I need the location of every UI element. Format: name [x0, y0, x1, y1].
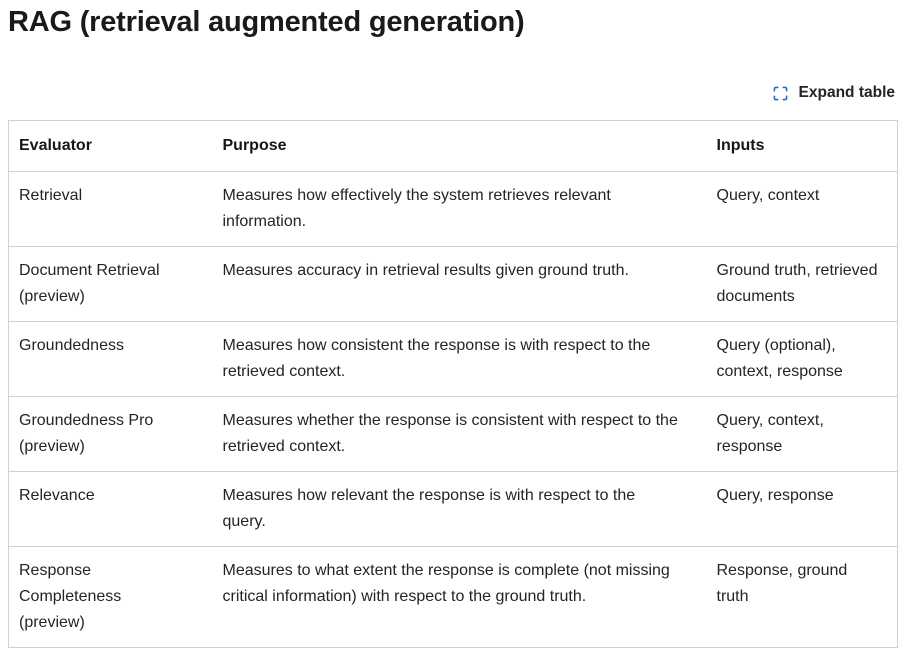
- page-title: RAG (retrieval augmented generation): [8, 6, 525, 38]
- purpose-cell: Measures accuracy in retrieval results g…: [212, 246, 707, 322]
- inputs-cell: Query (optional), context, response: [706, 321, 898, 397]
- purpose-cell: Measures how effectively the system retr…: [212, 171, 707, 247]
- evaluator-cell: Document Retrieval (preview): [8, 246, 213, 322]
- column-header-purpose: Purpose: [212, 120, 707, 172]
- inputs-cell: Response, ground truth: [706, 546, 898, 648]
- purpose-cell: Measures whether the response is consist…: [212, 396, 707, 472]
- table-body: Retrieval Measures how effectively the s…: [8, 171, 898, 648]
- inputs-cell: Query, context, response: [706, 396, 898, 472]
- evaluator-cell: Response Completeness (preview): [8, 546, 213, 648]
- expand-table-button[interactable]: Expand table: [771, 82, 897, 104]
- inputs-cell: Query, context: [706, 171, 898, 247]
- table-row: Relevance Measures how relevant the resp…: [8, 471, 898, 547]
- evaluators-table: Evaluator Purpose Inputs Retrieval Measu…: [8, 120, 898, 648]
- table-row: Groundedness Measures how consistent the…: [8, 321, 898, 397]
- table-header: Evaluator Purpose Inputs: [8, 120, 898, 172]
- evaluator-cell: Groundedness Pro (preview): [8, 396, 213, 472]
- expand-table-label: Expand table: [798, 84, 895, 101]
- inputs-cell: Query, response: [706, 471, 898, 547]
- column-header-inputs: Inputs: [706, 120, 898, 172]
- inputs-cell: Ground truth, retrieved documents: [706, 246, 898, 322]
- column-header-evaluator: Evaluator: [8, 120, 213, 172]
- header-row: Evaluator Purpose Inputs: [8, 120, 898, 172]
- table-row: Retrieval Measures how effectively the s…: [8, 171, 898, 247]
- table-toolbar: Expand table: [8, 82, 897, 104]
- evaluator-cell: Groundedness: [8, 321, 213, 397]
- purpose-cell: Measures how consistent the response is …: [212, 321, 707, 397]
- expand-corners-icon: [773, 86, 788, 101]
- table-row: Response Completeness (preview) Measures…: [8, 546, 898, 648]
- purpose-cell: Measures to what extent the response is …: [212, 546, 707, 648]
- evaluator-cell: Retrieval: [8, 171, 213, 247]
- evaluator-cell: Relevance: [8, 471, 213, 547]
- purpose-cell: Measures how relevant the response is wi…: [212, 471, 707, 547]
- table-row: Groundedness Pro (preview) Measures whet…: [8, 396, 898, 472]
- table-row: Document Retrieval (preview) Measures ac…: [8, 246, 898, 322]
